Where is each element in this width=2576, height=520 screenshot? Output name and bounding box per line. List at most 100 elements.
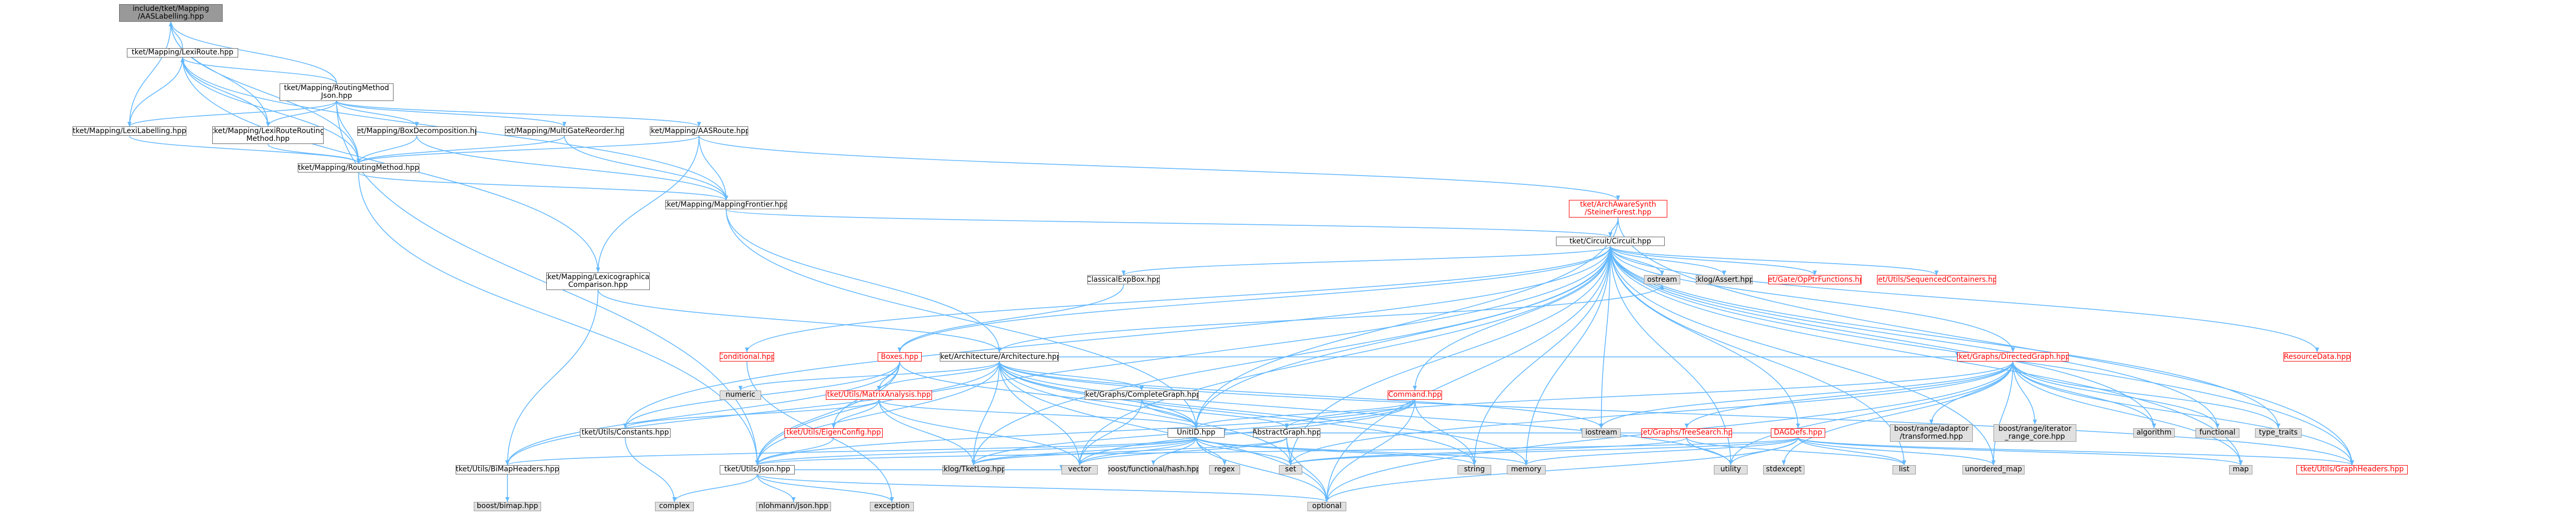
- graph-node-gateoppi[interactable]: tket/Gate/OpPtrFunctions.hpp: [1768, 275, 1861, 285]
- graph-node-numeric[interactable]: numeric: [720, 390, 761, 400]
- edge-arrowhead: [596, 267, 600, 272]
- dependency-edge: [1196, 399, 1416, 429]
- graph-node-complex[interactable]: complex: [655, 501, 694, 511]
- dependency-edge: [698, 136, 1619, 200]
- dependency-edge: [756, 474, 893, 502]
- graph-node-directedgraph[interactable]: tket/Graphs/DirectedGraph.hpp: [1957, 352, 2069, 362]
- graph-node-bimap[interactable]: tket/Utils/BiMapHeaders.hpp: [456, 465, 559, 474]
- edge-arrowhead: [724, 195, 729, 200]
- graph-node-nlohmann[interactable]: nlohmann/json.hpp: [756, 501, 831, 511]
- graph-node-classicalexp[interactable]: ClassicalExpBox.hpp: [1087, 275, 1160, 285]
- graph-node-tklog[interactable]: tklog/TketLog.hpp: [942, 465, 1005, 474]
- graph-node-tklogassert[interactable]: tklog/Assert.hpp: [1696, 275, 1753, 285]
- graph-node-lexiroute[interactable]: tket/Mapping/LexiRoute.hpp: [127, 48, 238, 57]
- graph-node-typetraits[interactable]: type_traits: [2255, 428, 2302, 438]
- edge-arrowhead: [169, 21, 173, 26]
- graph-node-memory[interactable]: memory: [1507, 465, 1546, 474]
- graph-node-arch[interactable]: tket/Architecture/Architecture.hpp: [940, 352, 1059, 362]
- edge-arrowhead: [2033, 420, 2037, 425]
- graph-node-circuit[interactable]: tket/Circuit/Circuit.hpp: [1556, 237, 1665, 247]
- graph-node-seqcont[interactable]: tket/Utils/SequencedContainers.hpp: [1877, 275, 1996, 285]
- graph-node-json[interactable]: tket/Utils/Json.hpp: [720, 465, 795, 474]
- graph-node-treesearch[interactable]: tket/Graphs/TreeSearch.hpp: [1641, 428, 1732, 438]
- graph-node-resourcedata[interactable]: ResourceData.hpp: [2283, 352, 2351, 362]
- graph-node-completegraph[interactable]: tket/Graphs/CompleteGraph.hpp: [1085, 390, 1199, 400]
- dependency-edge: [1196, 437, 1328, 502]
- graph-node-lexilabel[interactable]: tket/Mapping/LexiLabelling.hpp: [72, 126, 186, 136]
- graph-node-unorderedmap[interactable]: unordered_map: [1962, 465, 2025, 474]
- dependency-edge: [1797, 437, 2353, 466]
- graph-node-routingmethod[interactable]: tket/Mapping/RoutingMethod.hpp: [298, 163, 419, 173]
- edge-arrowhead: [1660, 270, 1664, 276]
- graph-node-lexiroutemethod[interactable]: tket/Mapping/LexiRouteRouting Method.hpp: [212, 126, 324, 145]
- dependency-edge: [2012, 362, 2035, 425]
- dependency-edge: [878, 399, 974, 465]
- graph-node-regex[interactable]: regex: [1209, 465, 1240, 474]
- graph-node-constants[interactable]: tket/Utils/Constants.hpp: [580, 428, 671, 438]
- graph-node-boosthash[interactable]: boost/functional/hash.hpp: [1108, 465, 1199, 474]
- edge-arrowhead: [1524, 460, 1529, 465]
- edge-arrowhead: [877, 385, 881, 391]
- graph-node-aasroute[interactable]: tket/Mapping/AASRoute.hpp: [650, 126, 748, 136]
- graph-node-boostiterator[interactable]: boost/range/iterator _range_core.hpp: [1993, 424, 2076, 442]
- dependency-edge: [1290, 437, 1799, 466]
- dependency-edge: [598, 136, 700, 272]
- dependency-edge: [1290, 437, 1687, 466]
- graph-node-iostream[interactable]: iostream: [1582, 428, 1621, 438]
- graph-node-utility[interactable]: utility: [1714, 465, 1748, 474]
- dependency-edge: [1610, 245, 1937, 276]
- graph-node-abstractgraph[interactable]: AbstractGraph.hpp: [1253, 428, 1320, 438]
- dependency-edge: [999, 284, 1663, 353]
- edge-arrowhead: [1934, 270, 1939, 276]
- dependency-edge: [1414, 246, 1611, 391]
- edge-arrowhead: [1078, 460, 1082, 465]
- graph-node-exception[interactable]: exception: [870, 501, 914, 511]
- graph-node-functional[interactable]: functional: [2195, 428, 2239, 438]
- graph-node-lexcomp[interactable]: tket/Mapping/Lexicographical Comparison.…: [546, 272, 650, 290]
- graph-node-boostadaptor[interactable]: boost/range/adaptor /transformed.hpp: [1890, 424, 1973, 442]
- dependency-edge: [2012, 362, 2353, 465]
- edge-arrowhead: [1722, 270, 1726, 276]
- dependency-edge: [1610, 246, 2218, 428]
- graph-node-stdexcept[interactable]: stdexcept: [1763, 465, 1804, 474]
- dependency-edge: [899, 362, 1197, 428]
- graph-node-boxes[interactable]: Boxes.hpp: [878, 352, 922, 362]
- dependency-edge: [740, 361, 1000, 391]
- dependency-edge: [507, 437, 1197, 466]
- dependency-edge: [973, 246, 1611, 465]
- dependency-edge: [1686, 361, 2014, 428]
- dependency-edge: [624, 399, 880, 429]
- dependency-edge: [973, 362, 1000, 465]
- graph-node-multigate[interactable]: tket/Mapping/MultiGateReorder.hpp: [505, 126, 624, 136]
- dependency-edge: [2012, 362, 2242, 465]
- edge-arrowhead: [1288, 460, 1293, 465]
- graph-node-eigenconfig[interactable]: tket/Utils/EigenConfig.hpp: [784, 428, 883, 438]
- graph-node-frontier[interactable]: tket/Mapping/MappingFrontier.hpp: [665, 200, 787, 210]
- graph-node-unitid[interactable]: UnitID.hpp: [1168, 428, 1225, 438]
- graph-node-vector[interactable]: vector: [1061, 465, 1098, 474]
- graph-node-algorithm[interactable]: algorithm: [2133, 428, 2175, 438]
- graph-node-dagdefs[interactable]: DAGDefs.hpp: [1771, 428, 1825, 438]
- graph-node-matrixanalysis[interactable]: tket/Utils/MatrixAnalysis.hpp: [826, 390, 932, 400]
- dependency-edge: [674, 474, 758, 502]
- graph-node-boxdecomp[interactable]: tket/Mapping/BoxDecomposition.hpp: [357, 126, 476, 136]
- graph-node-list[interactable]: list: [1893, 465, 1916, 474]
- graph-node-set[interactable]: set: [1279, 465, 1302, 474]
- dependency-edge: [999, 362, 1080, 465]
- dependency-edge: [358, 136, 417, 164]
- graph-node-steiner[interactable]: tket/ArchAwareSynth /SteinerForest.hpp: [1569, 200, 1667, 218]
- graph-node-ostream[interactable]: ostream: [1644, 275, 1680, 285]
- dependency-edge: [1610, 246, 2318, 353]
- graph-node-map[interactable]: map: [2229, 465, 2252, 474]
- graph-node-string[interactable]: string: [1458, 465, 1491, 474]
- dependency-edge: [336, 101, 359, 164]
- graph-node-conditional[interactable]: Conditional.hpp: [720, 352, 774, 362]
- graph-node-optional[interactable]: optional: [1307, 501, 1346, 511]
- graph-node-rmjson[interactable]: tket/Mapping/RoutingMethod Json.hpp: [280, 83, 394, 102]
- graph-node-graphheaders[interactable]: tket/Utils/GraphHeaders.hpp: [2296, 465, 2408, 474]
- graph-node-command[interactable]: Command.hpp: [1388, 390, 1442, 400]
- dependency-edge: [1618, 218, 2353, 465]
- graph-node-boostbimap[interactable]: boost/bimap.hpp: [474, 501, 541, 511]
- dependency-edge: [878, 399, 1197, 429]
